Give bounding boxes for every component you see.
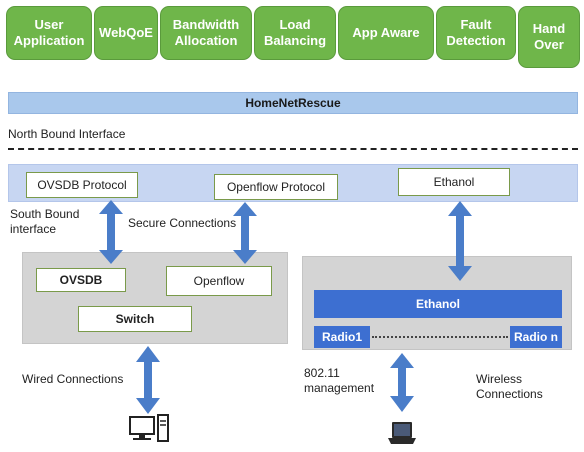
wired-connections-label: Wired Connections (22, 372, 124, 386)
laptop-icon (388, 422, 416, 444)
south-bound-label: South Bound interface (10, 207, 79, 237)
desktop-computer-icon (129, 414, 169, 442)
south-bound-line: interface (10, 222, 57, 236)
wireless-connections-label: Wireless Connections (476, 372, 543, 402)
app-line: Fault (460, 17, 492, 32)
app-webqoe: WebQoE (94, 6, 158, 60)
openflow-protocol-box: Openflow Protocol (214, 174, 338, 200)
app-line: App Aware (352, 25, 420, 40)
app-line: User (34, 17, 64, 32)
wireless-connection-arrow (390, 353, 414, 412)
app-line: Bandwidth (172, 17, 240, 32)
management-label: 802.11 management (304, 366, 374, 396)
ethanol-connection-arrow (448, 201, 472, 281)
app-line: Detection (446, 33, 506, 48)
homenetrescue-bar: HomeNetRescue (8, 92, 578, 114)
openflow-box: Openflow (166, 266, 272, 296)
ovsdb-protocol-box: OVSDB Protocol (26, 172, 138, 198)
app-line: Load (279, 17, 311, 32)
app-line: Application (13, 33, 85, 48)
radio1-box: Radio1 (314, 326, 370, 348)
app-line: Allocation (174, 33, 238, 48)
secure-connections-label: Secure Connections (128, 216, 237, 230)
wireless-line: Connections (476, 387, 543, 401)
south-bound-line: South Bound (10, 207, 80, 221)
app-line: WebQoE (99, 25, 153, 40)
openflow-connection-arrow (233, 202, 257, 264)
app-line: Over (534, 37, 564, 52)
ap-ethanol-bar: Ethanol (314, 290, 562, 318)
switch-box: Switch (78, 306, 192, 332)
app-line: Hand (532, 21, 566, 36)
interface-separator (8, 148, 578, 150)
ovsdb-connection-arrow (99, 200, 123, 264)
app-app-aware: App Aware (338, 6, 434, 60)
wireless-line: Wireless (476, 372, 523, 386)
radio-dotted-line (372, 336, 508, 338)
app-line: Balancing (263, 33, 327, 48)
wired-connection-arrow (136, 346, 160, 414)
ovsdb-box: OVSDB (36, 268, 126, 292)
radion-box: Radio n (510, 326, 562, 348)
ethanol-protocol-box: Ethanol (398, 168, 510, 196)
management-line: 802.11 (304, 366, 340, 380)
management-line: management (304, 381, 375, 395)
north-bound-label: North Bound Interface (8, 127, 126, 141)
